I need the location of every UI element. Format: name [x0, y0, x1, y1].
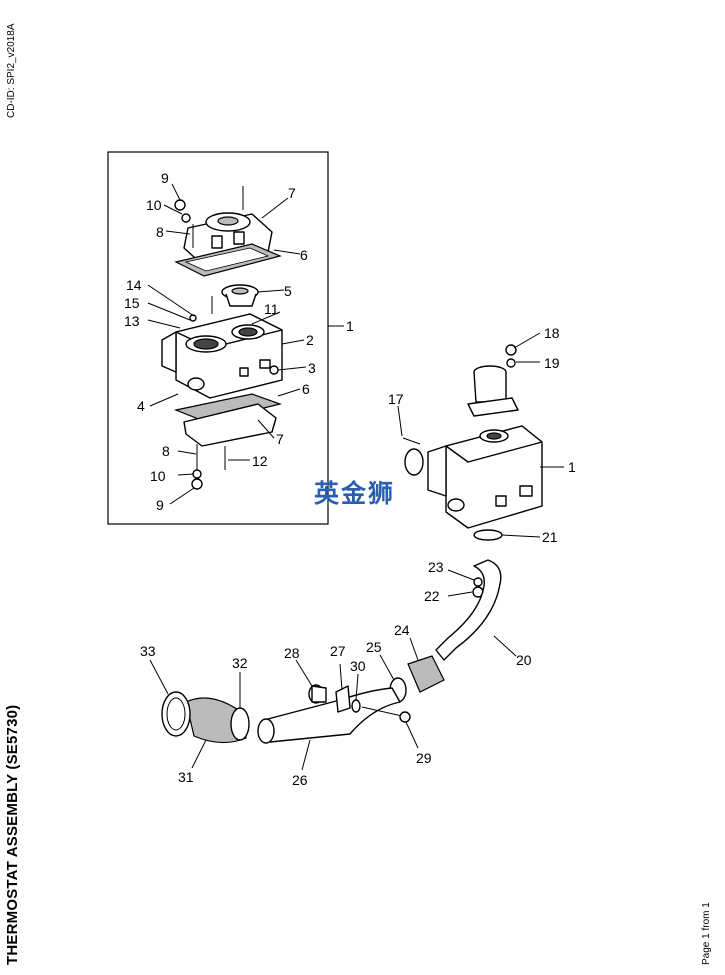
- callout-14: 14: [126, 277, 142, 293]
- callout-5: 5: [284, 283, 292, 299]
- callout-26: 26: [292, 772, 308, 788]
- callout-3: 3: [308, 360, 316, 376]
- callout-8-top: 8: [156, 224, 164, 240]
- hose-24: [407, 655, 445, 693]
- main-outlet-elbow: [467, 365, 519, 417]
- inset-bottom-cover: [183, 403, 277, 447]
- hose-pipe-20: [435, 559, 502, 661]
- callout-23: 23: [428, 559, 444, 575]
- callout-6-top: 6: [300, 247, 308, 263]
- callout-13: 13: [124, 313, 140, 329]
- callout-21: 21: [542, 529, 558, 545]
- callout-10-bottom: 10: [150, 468, 166, 484]
- inset-thermostat-valve: [221, 284, 259, 307]
- callout-7-bottom: 7: [276, 431, 284, 447]
- leader-lines: [147, 183, 564, 771]
- watermark-logo: 英金狮: [314, 479, 396, 508]
- clamp-33: [161, 691, 191, 737]
- callout-labels: 9 10 8 7 6 5 14 15 13 11 2 1 3 6 4 7 8 1…: [124, 170, 576, 788]
- callout-9-top: 9: [161, 170, 169, 186]
- inset-top-cover: [183, 212, 273, 267]
- spacer-28: [308, 684, 327, 704]
- detail-inset-frame: [107, 151, 329, 525]
- callout-33: 33: [140, 643, 156, 659]
- callout-15: 15: [124, 295, 140, 311]
- callout-17: 17: [388, 391, 404, 407]
- callout-7-top: 7: [288, 185, 296, 201]
- callout-19: 19: [544, 355, 560, 371]
- callout-29: 29: [416, 750, 432, 766]
- bolt-29: [361, 706, 411, 723]
- inset-housing: [161, 313, 283, 399]
- clamp-32: [230, 707, 250, 741]
- callout-6-bottom: 6: [302, 381, 310, 397]
- callout-20: 20: [516, 652, 532, 668]
- callout-18: 18: [544, 325, 560, 341]
- callout-32: 32: [232, 655, 248, 671]
- callout-10-top: 10: [146, 197, 162, 213]
- callout-22: 22: [424, 588, 440, 604]
- callout-1-inset: 1: [346, 318, 354, 334]
- callout-12: 12: [252, 453, 268, 469]
- callout-31: 31: [178, 769, 194, 785]
- callout-28: 28: [284, 645, 300, 661]
- pipe-26: [257, 687, 401, 744]
- callout-24: 24: [394, 622, 410, 638]
- bracket-27: [335, 685, 351, 713]
- callout-1-main: 1: [568, 459, 576, 475]
- callout-4: 4: [137, 398, 145, 414]
- washer-30: [351, 699, 361, 713]
- callout-2: 2: [306, 332, 314, 348]
- callout-11: 11: [264, 301, 279, 317]
- callout-9-bottom: 9: [156, 497, 164, 513]
- main-housing: [427, 425, 543, 529]
- callout-30: 30: [350, 658, 366, 674]
- callout-25: 25: [366, 639, 382, 655]
- inset-bottom-gasket: [173, 393, 283, 423]
- callout-8-bottom: 8: [162, 443, 170, 459]
- inset-top-gasket: [174, 243, 282, 277]
- callout-27: 27: [330, 643, 346, 659]
